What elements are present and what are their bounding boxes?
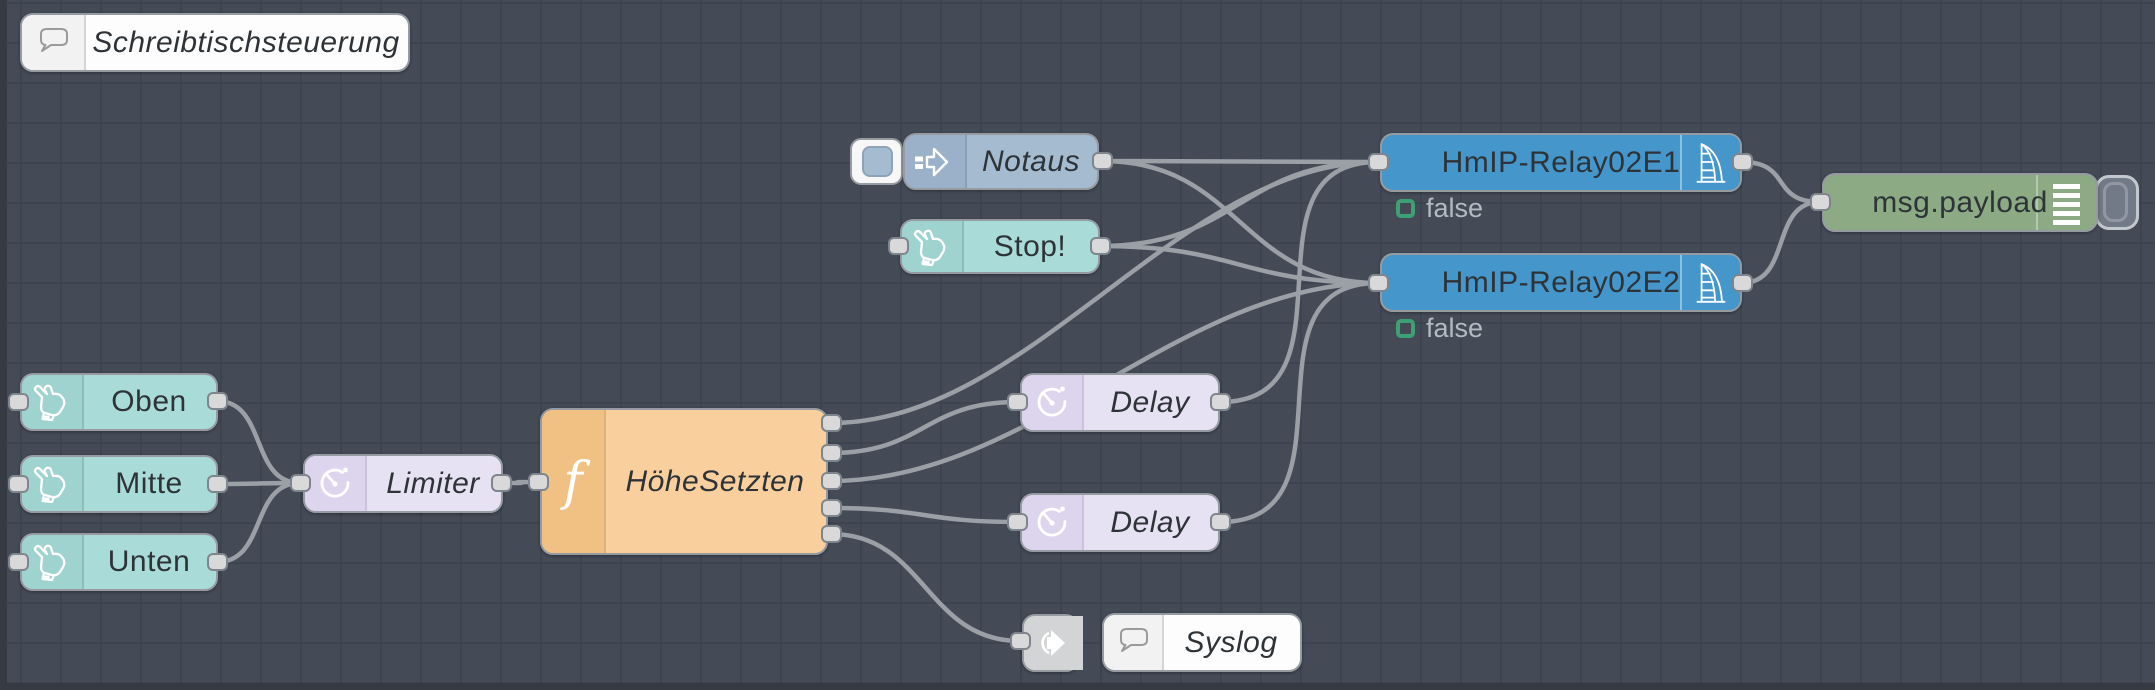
building-icon xyxy=(1680,135,1740,190)
wire[interactable] xyxy=(828,159,1381,426)
output-port[interactable] xyxy=(1091,152,1113,170)
node-label: Syslog xyxy=(1184,625,1278,659)
stopwatch-icon xyxy=(1022,375,1084,430)
node-relay_2[interactable]: HmIP-Relay02E2 xyxy=(1380,253,1742,312)
node-label: Schreibtischsteuerung xyxy=(92,25,400,59)
output-port[interactable] xyxy=(820,472,842,490)
wire[interactable] xyxy=(828,399,1020,456)
node-delay_2[interactable]: Delay xyxy=(1020,493,1220,552)
wire[interactable] xyxy=(1217,280,1381,525)
node-label: HöheSetzten xyxy=(625,464,805,498)
node-btn_unten[interactable]: Unten xyxy=(20,533,218,591)
link-out-icon xyxy=(1024,616,1083,670)
output-port[interactable] xyxy=(1731,274,1753,292)
wire[interactable] xyxy=(1739,199,1823,286)
output-port[interactable] xyxy=(1209,393,1231,411)
node-delay_1[interactable]: Delay xyxy=(1020,373,1220,432)
input-port[interactable] xyxy=(289,474,311,492)
wire[interactable] xyxy=(1739,159,1823,205)
output-port[interactable] xyxy=(820,525,842,543)
building-icon xyxy=(1680,255,1740,310)
hand-pointer-icon xyxy=(22,535,84,589)
output-port[interactable] xyxy=(820,414,842,432)
wire[interactable] xyxy=(1097,243,1381,286)
node-label: Mitte xyxy=(115,467,183,500)
comment-bubble-icon xyxy=(1104,615,1164,670)
node-relay_1[interactable]: HmIP-Relay02E1 xyxy=(1380,133,1742,192)
status-text: false xyxy=(1426,193,1484,223)
comment-bubble-icon xyxy=(22,15,86,70)
inject-button-inner xyxy=(862,146,893,177)
node-label: Delay xyxy=(1110,505,1190,539)
output-port[interactable] xyxy=(206,392,228,410)
input-port[interactable] xyxy=(1009,632,1031,650)
node-func_hoehe[interactable]: f HöheSetzten xyxy=(540,408,828,555)
status-ring-icon xyxy=(1396,199,1415,218)
debug-toggle-inner xyxy=(2103,182,2128,222)
node-delay_limiter[interactable]: Limiter xyxy=(303,454,503,513)
input-port[interactable] xyxy=(1006,513,1028,531)
status-text: false xyxy=(1426,313,1484,343)
output-port[interactable] xyxy=(206,475,228,493)
node-comment_syslog[interactable]: Syslog xyxy=(1102,613,1302,672)
node-label: Stop! xyxy=(993,229,1067,263)
output-port[interactable] xyxy=(820,444,842,462)
node-label: Notaus xyxy=(981,144,1081,178)
input-port[interactable] xyxy=(7,393,29,411)
inject-arrow-icon xyxy=(905,135,967,188)
node-label: Limiter xyxy=(386,466,480,500)
node-label: Unten xyxy=(107,545,191,578)
output-port[interactable] xyxy=(1089,237,1111,255)
wire[interactable] xyxy=(828,531,1023,644)
wire[interactable] xyxy=(214,398,303,486)
status-ring-icon xyxy=(1396,319,1415,338)
node-btn_mitte[interactable]: Mitte xyxy=(20,455,218,513)
wire[interactable] xyxy=(1217,159,1381,405)
stopwatch-icon xyxy=(1022,495,1084,550)
wire[interactable] xyxy=(498,479,541,486)
wire[interactable] xyxy=(214,480,303,487)
node-link_out[interactable] xyxy=(1022,614,1083,672)
node-inject_notaus[interactable]: Notaus xyxy=(903,133,1099,190)
input-port[interactable] xyxy=(527,473,549,491)
input-port[interactable] xyxy=(7,475,29,493)
input-port[interactable] xyxy=(1367,153,1389,171)
debug-list-icon xyxy=(2036,175,2096,230)
function-icon: f xyxy=(542,410,606,553)
input-port[interactable] xyxy=(1006,393,1028,411)
node-label: HmIP-Relay02E1 xyxy=(1441,145,1681,179)
wire[interactable] xyxy=(1099,158,1381,286)
input-port[interactable] xyxy=(7,553,29,571)
wire[interactable] xyxy=(214,480,303,565)
output-port[interactable] xyxy=(1209,513,1231,531)
node-comment_desk[interactable]: Schreibtischsteuerung xyxy=(20,13,410,72)
node-label: Delay xyxy=(1110,385,1190,419)
hand-pointer-icon xyxy=(22,375,84,429)
output-port[interactable] xyxy=(820,499,842,517)
node-btn_oben[interactable]: Oben xyxy=(20,373,218,431)
node-btn_stop[interactable]: Stop! xyxy=(900,219,1100,274)
output-port[interactable] xyxy=(490,474,512,492)
node-debug_payload[interactable]: msg.payload xyxy=(1822,173,2098,232)
output-port[interactable] xyxy=(206,553,228,571)
hand-pointer-icon xyxy=(22,457,84,511)
node-label: HmIP-Relay02E2 xyxy=(1441,265,1681,299)
stopwatch-icon xyxy=(305,456,367,511)
input-port[interactable] xyxy=(1809,193,1831,211)
output-port[interactable] xyxy=(1731,153,1753,171)
hand-pointer-icon xyxy=(902,221,964,272)
input-port[interactable] xyxy=(887,237,909,255)
node-label: Oben xyxy=(111,385,187,418)
canvas-bottom-edge xyxy=(0,683,2155,690)
input-port[interactable] xyxy=(1367,274,1389,292)
wire[interactable] xyxy=(828,505,1020,525)
node-label: msg.payload xyxy=(1872,185,2048,219)
canvas-left-edge xyxy=(0,0,7,690)
wire[interactable] xyxy=(1099,158,1381,165)
